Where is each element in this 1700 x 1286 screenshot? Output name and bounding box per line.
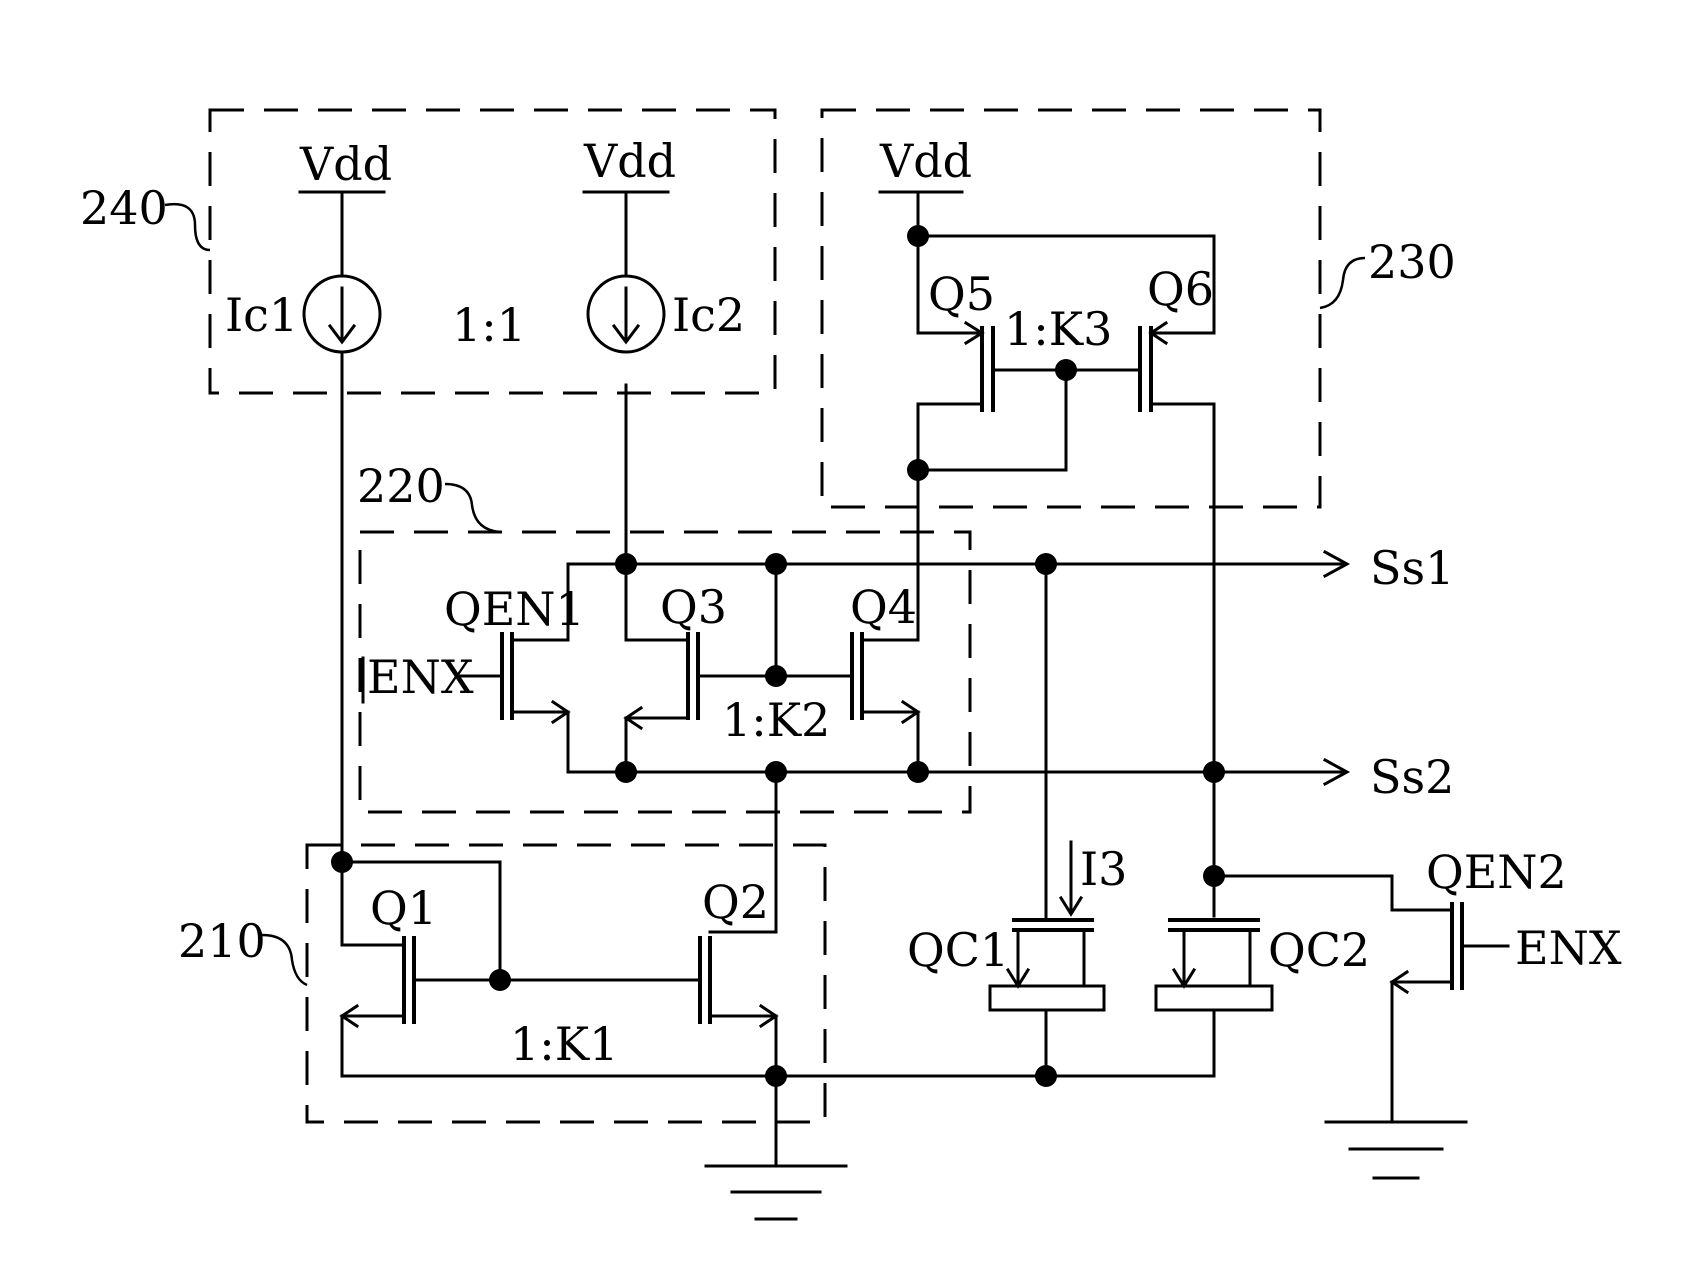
block-230-label: 230 [1368, 235, 1456, 289]
transistor-qen1 [502, 632, 568, 722]
q4-label: Q4 [850, 580, 917, 634]
ss2-label: Ss2 [1370, 750, 1454, 804]
q3-label: Q3 [660, 580, 727, 634]
k2-ratio-label: 1:K2 [722, 693, 830, 747]
transistor-q4 [852, 632, 918, 722]
block-220-label: 220 [357, 459, 445, 513]
k1-ratio-label: 1:K1 [510, 1017, 618, 1071]
q1-label: Q1 [370, 881, 437, 935]
block-230-leader [1320, 258, 1365, 308]
vdd-label-1: Vdd [299, 137, 392, 191]
enx2-label: ENX [1515, 921, 1622, 975]
transistor-q6 [1140, 323, 1214, 412]
block-220-leader [445, 484, 500, 532]
transistor-q1 [342, 936, 414, 1026]
transistor-q2 [700, 936, 776, 1026]
transistor-qc2 [1156, 920, 1272, 1010]
q5-label: Q5 [928, 267, 995, 321]
transistor-qen2 [1392, 902, 1462, 992]
current-arrow-down-icon [1061, 842, 1081, 914]
k3-ratio-label: 1:K3 [1004, 302, 1112, 356]
qc2-label: QC2 [1268, 923, 1370, 977]
ground-icon [706, 1166, 846, 1219]
q2-label: Q2 [702, 875, 769, 929]
vdd-label-2: Vdd [583, 134, 676, 188]
current-arrow-down-icon [614, 288, 638, 342]
vdd-label-3: Vdd [879, 134, 972, 188]
block-240-leader [165, 204, 210, 250]
block-210-label: 210 [178, 914, 266, 968]
block-210-leader [262, 935, 307, 985]
ss1-label: Ss1 [1370, 541, 1454, 595]
qc1-label: QC1 [907, 923, 1009, 977]
block-240-label: 240 [80, 181, 168, 235]
ground-icon [1326, 1122, 1466, 1178]
enx1-label: ENX [367, 650, 474, 704]
source-ratio-label: 1:1 [452, 298, 526, 352]
qen1-label: QEN1 [444, 582, 585, 636]
q6-label: Q6 [1147, 262, 1214, 316]
ic1-label: Ic1 [225, 288, 298, 342]
transistor-q3 [626, 632, 698, 728]
ic2-label: Ic2 [672, 288, 745, 342]
i3-label: I3 [1080, 842, 1127, 896]
transistor-q5 [918, 323, 993, 412]
qen2-label: QEN2 [1426, 845, 1567, 899]
current-arrow-down-icon [330, 288, 354, 342]
